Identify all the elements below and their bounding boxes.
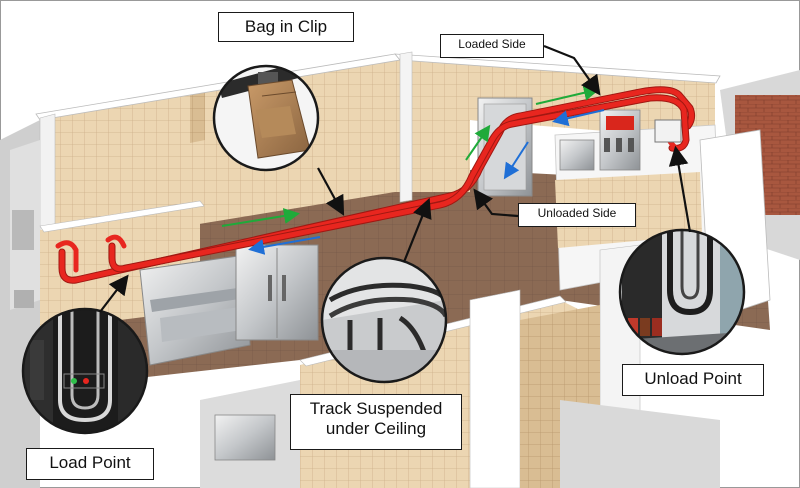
track-suspended-leader xyxy=(402,197,432,263)
track-suspended-label: Track Suspended under Ceiling xyxy=(290,394,462,450)
bag-in-clip-leader xyxy=(317,167,345,216)
load-point-label: Load Point xyxy=(26,448,154,480)
unload-point-leader xyxy=(668,145,692,233)
track-suspended-photo xyxy=(320,256,448,384)
conveyor-track xyxy=(55,86,696,284)
unload-point-photo xyxy=(618,228,746,356)
soda-dispenser-icon xyxy=(606,116,634,130)
loaded-side-leader xyxy=(543,44,601,96)
loaded-side-label: Loaded Side xyxy=(440,34,544,58)
bag-in-clip-photo xyxy=(212,64,320,172)
loaded-direction-arrow xyxy=(221,208,300,227)
unload-point-label: Unload Point xyxy=(622,364,764,396)
unloaded-side-label: Unloaded Side xyxy=(518,203,636,227)
unloaded-side-leader xyxy=(473,188,519,218)
load-point-leader xyxy=(99,274,129,313)
load-point-photo xyxy=(21,307,149,435)
bag-in-clip-label: Bag in Clip xyxy=(218,12,354,42)
unloaded-direction-arrow xyxy=(248,236,321,255)
